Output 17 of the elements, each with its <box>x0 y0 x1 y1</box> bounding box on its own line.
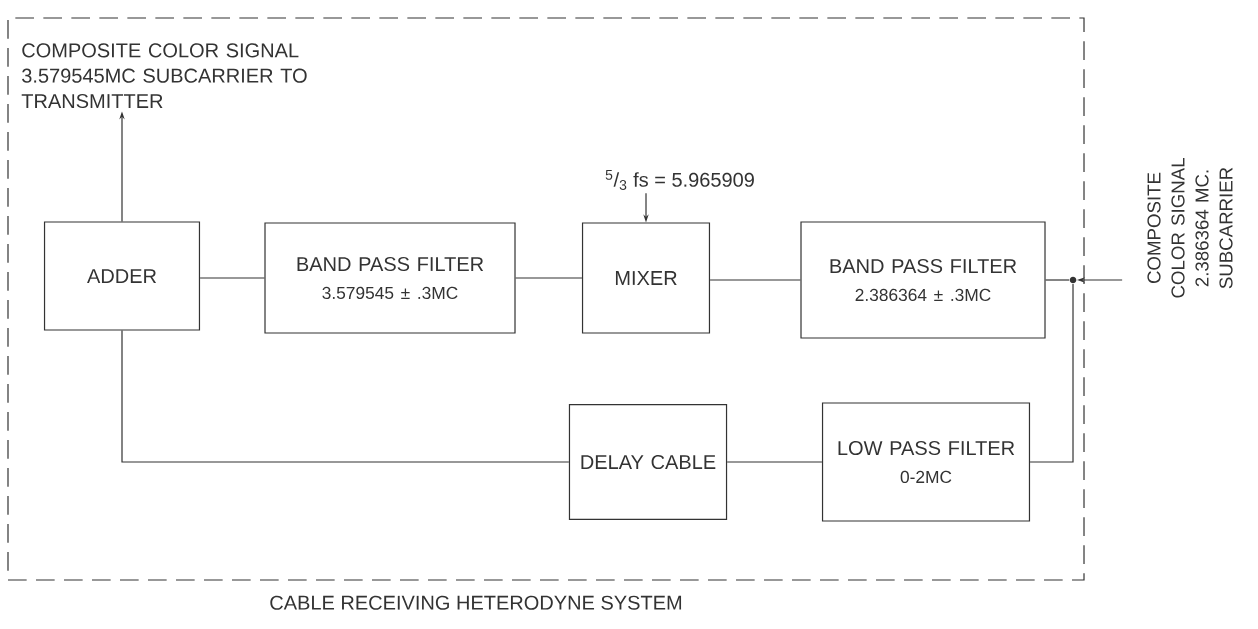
connector <box>1029 283 1074 463</box>
block-box: MIXER <box>581 222 711 334</box>
input-label: COMPOSITE COLOR SIGNAL 2.386364 MC. SUBCARRIER <box>1147 158 1233 298</box>
node-label: CABLE RECEIVING HETERODYNE SYSTEM <box>270 595 682 610</box>
connector <box>1045 279 1070 281</box>
block-box: ADDER <box>43 221 201 331</box>
output-label: COMPOSITE COLOR SIGNAL 3.579545MC SUBCARRIER TO TRANSMITTER <box>21 43 307 109</box>
block-box: DELAY CABLE <box>568 403 728 521</box>
connector <box>515 277 583 279</box>
connector <box>121 330 570 463</box>
block-box: BAND PASS FILTER 2.386364 ± .3MC <box>800 221 1046 339</box>
connector <box>709 279 801 281</box>
connector <box>199 277 265 279</box>
block-box: LOW PASS FILTER 0-2MC <box>821 402 1031 522</box>
block-box: BAND PASS FILTER 3.579545 ± .3MC <box>264 222 516 334</box>
connector <box>726 461 823 463</box>
oscillator-label: $^{5}$/$_{3}$ fs = 5.965909 <box>605 170 754 190</box>
